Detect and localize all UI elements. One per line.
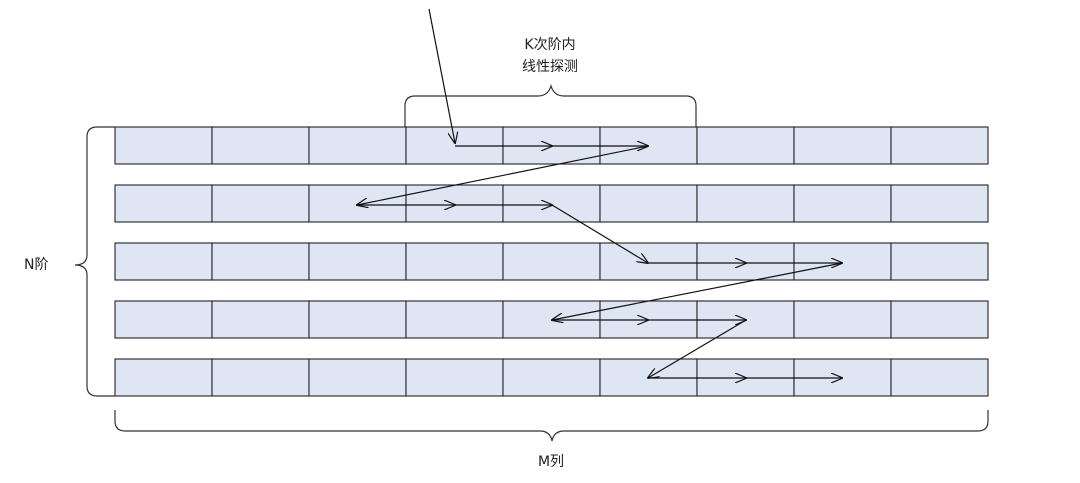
bucket-cell — [308, 184, 407, 223]
bucket-cell — [502, 242, 601, 281]
bucket-cell — [114, 300, 213, 339]
bucket-cell — [696, 242, 795, 281]
entry-arrow — [428, 8, 455, 143]
bucket-cell — [890, 300, 989, 339]
top-label-line2: 线性探测 — [522, 59, 578, 75]
probe-step-arrow — [551, 204, 648, 263]
bucket-cell — [211, 358, 310, 397]
bottom-brace — [114, 410, 989, 442]
probe-path — [357, 146, 842, 378]
bucket-cell — [308, 126, 407, 165]
bucket-row — [114, 126, 989, 165]
bucket-cell — [114, 126, 213, 165]
bucket-cell — [599, 242, 698, 281]
bucket-grid — [114, 126, 989, 397]
bucket-cell — [890, 184, 989, 223]
bucket-cell — [211, 242, 310, 281]
bucket-cell — [114, 184, 213, 223]
bucket-cell — [696, 126, 795, 165]
probe-wrap-arrow — [552, 262, 843, 320]
bucket-cell — [211, 126, 310, 165]
bucket-row — [114, 184, 989, 223]
bucket-cell — [308, 300, 407, 339]
bucket-cell — [405, 300, 504, 339]
left-brace — [74, 126, 115, 397]
bucket-cell — [890, 242, 989, 281]
bucket-cell — [793, 184, 892, 223]
bucket-cell — [793, 126, 892, 165]
bottom-label: M列 — [538, 454, 564, 470]
bucket-cell — [405, 184, 504, 223]
bucket-cell — [599, 184, 698, 223]
bucket-cell — [793, 300, 892, 339]
bucket-row — [114, 300, 989, 339]
top-brace — [404, 83, 697, 127]
bucket-row — [114, 242, 989, 281]
top-label-line1: K次阶内 — [524, 37, 575, 53]
bucket-cell — [890, 126, 989, 165]
bucket-cell — [890, 358, 989, 397]
bucket-cell — [502, 184, 601, 223]
probe-wrap-arrow — [357, 145, 649, 205]
bucket-cell — [502, 358, 601, 397]
left-label: N阶 — [24, 257, 48, 273]
probe-wrap-arrow — [648, 319, 747, 378]
bucket-cell — [211, 300, 310, 339]
bucket-cell — [211, 184, 310, 223]
bucket-cell — [308, 242, 407, 281]
bucket-cell — [114, 358, 213, 397]
bucket-cell — [696, 184, 795, 223]
bucket-cell — [405, 242, 504, 281]
bucket-cell — [405, 358, 504, 397]
bucket-cell — [793, 242, 892, 281]
bucket-cell — [308, 358, 407, 397]
bucket-row — [114, 358, 989, 397]
bucket-cell — [114, 242, 213, 281]
